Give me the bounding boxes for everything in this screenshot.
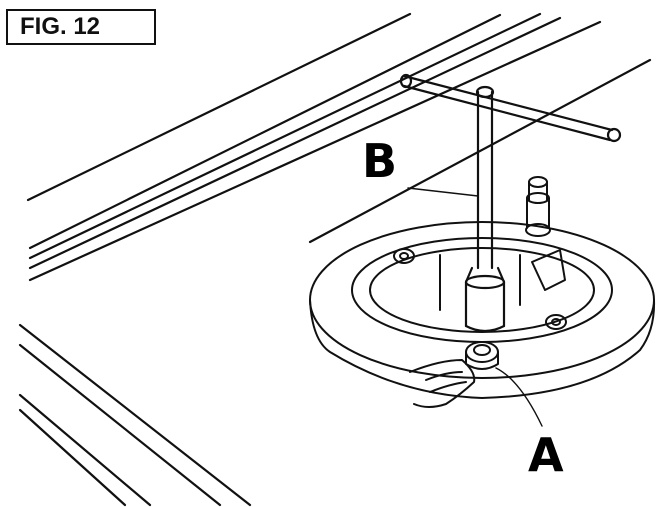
- callout-b: B: [362, 134, 398, 188]
- t-handle-wrench: [399, 73, 622, 333]
- wheel-studs: [393, 248, 567, 330]
- wheel-hub: [309, 221, 656, 399]
- panel-lower-edges: [18, 323, 252, 507]
- figure-label: FIG. 12: [6, 9, 156, 45]
- hand: [409, 359, 476, 408]
- leader-lines: [407, 187, 543, 427]
- wheel-nut: [465, 341, 499, 370]
- callout-a: A: [528, 428, 564, 482]
- panel-upper-edges: [26, 12, 652, 282]
- guide-pin: [525, 176, 551, 237]
